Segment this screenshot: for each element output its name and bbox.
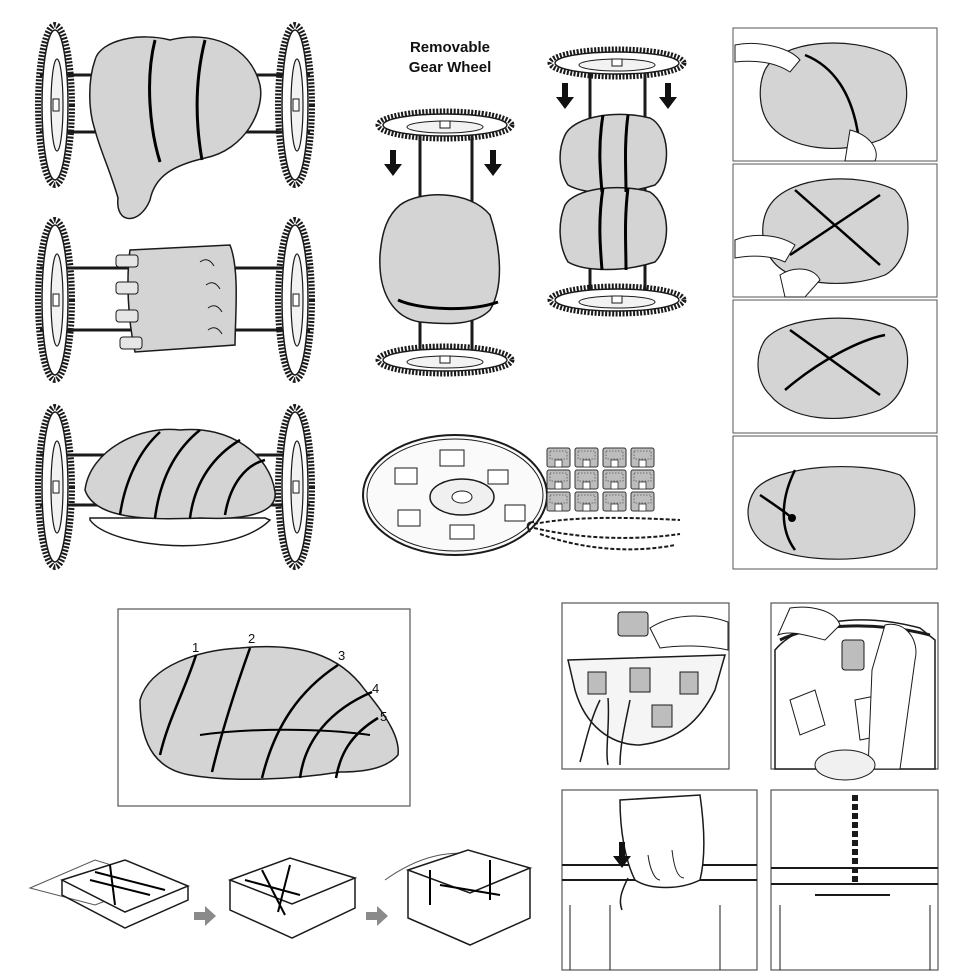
spit-wheel-icon <box>38 407 72 567</box>
clip-icon <box>602 469 627 490</box>
hand-icon <box>867 623 917 770</box>
spit-wheel-icon <box>278 25 312 185</box>
down-arrow-icon <box>659 83 677 109</box>
down-arrow-icon <box>384 150 402 176</box>
right-arrow-icon <box>366 906 388 926</box>
tie-number-5: 5 <box>380 709 388 724</box>
tie-number-1: 1 <box>192 640 200 655</box>
chicken-shape <box>379 194 501 325</box>
basket-disc <box>362 434 548 556</box>
tie-number-3: 3 <box>338 648 346 663</box>
tie-number-4: 4 <box>372 681 380 696</box>
gear-wheel-title: Removable Gear Wheel <box>370 38 530 78</box>
down-arrow-icon <box>556 83 574 109</box>
title-line-2: Gear Wheel <box>408 59 492 76</box>
spit-chicken-assembly <box>38 25 312 220</box>
clip-icon <box>574 469 599 490</box>
clip-icon <box>574 447 599 468</box>
spit-wheel-icon <box>278 220 312 380</box>
clip-icon <box>546 469 571 490</box>
tray-sequence <box>28 849 533 946</box>
clip-icon <box>602 447 627 468</box>
clip-icon <box>546 491 571 512</box>
gear-wheel-icon <box>378 346 512 374</box>
clip-icon <box>630 491 655 512</box>
spit-ribs-assembly <box>38 220 312 380</box>
vertical-two-chicken-assembly <box>550 49 684 314</box>
vertical-chicken-assembly <box>378 111 512 374</box>
gear-wheel-icon <box>378 111 512 139</box>
tie-number-2: 2 <box>248 631 256 646</box>
gear-wheel-icon <box>550 49 684 77</box>
spit-wheel-icon <box>38 220 72 380</box>
gear-wheel-icon <box>550 286 684 314</box>
hand-icon <box>619 794 705 889</box>
ribs-shape <box>127 244 237 353</box>
drip-tray <box>89 517 272 547</box>
roast-shape <box>84 428 276 520</box>
spit-wheel-icon <box>38 25 72 185</box>
clip-icon <box>630 447 655 468</box>
detail-frames <box>561 602 939 971</box>
clip-icon <box>630 469 655 490</box>
hand-icon <box>649 615 729 651</box>
numbered-tie-diagram <box>117 608 411 807</box>
hand-icon <box>777 606 841 641</box>
title-line-1: Removable <box>409 39 491 56</box>
tying-steps <box>732 27 938 570</box>
roast-shape <box>139 645 399 781</box>
spit-roast-assembly <box>38 407 312 567</box>
clip-icon <box>546 447 571 468</box>
clip-icon <box>574 491 599 512</box>
chicken-shape <box>89 36 262 220</box>
right-arrow-icon <box>194 906 216 926</box>
down-arrow-icon <box>484 150 502 176</box>
spit-wheel-icon <box>278 407 312 567</box>
chain-icon <box>526 516 681 551</box>
clip-icon <box>602 491 627 512</box>
accessory-clips <box>546 447 655 512</box>
